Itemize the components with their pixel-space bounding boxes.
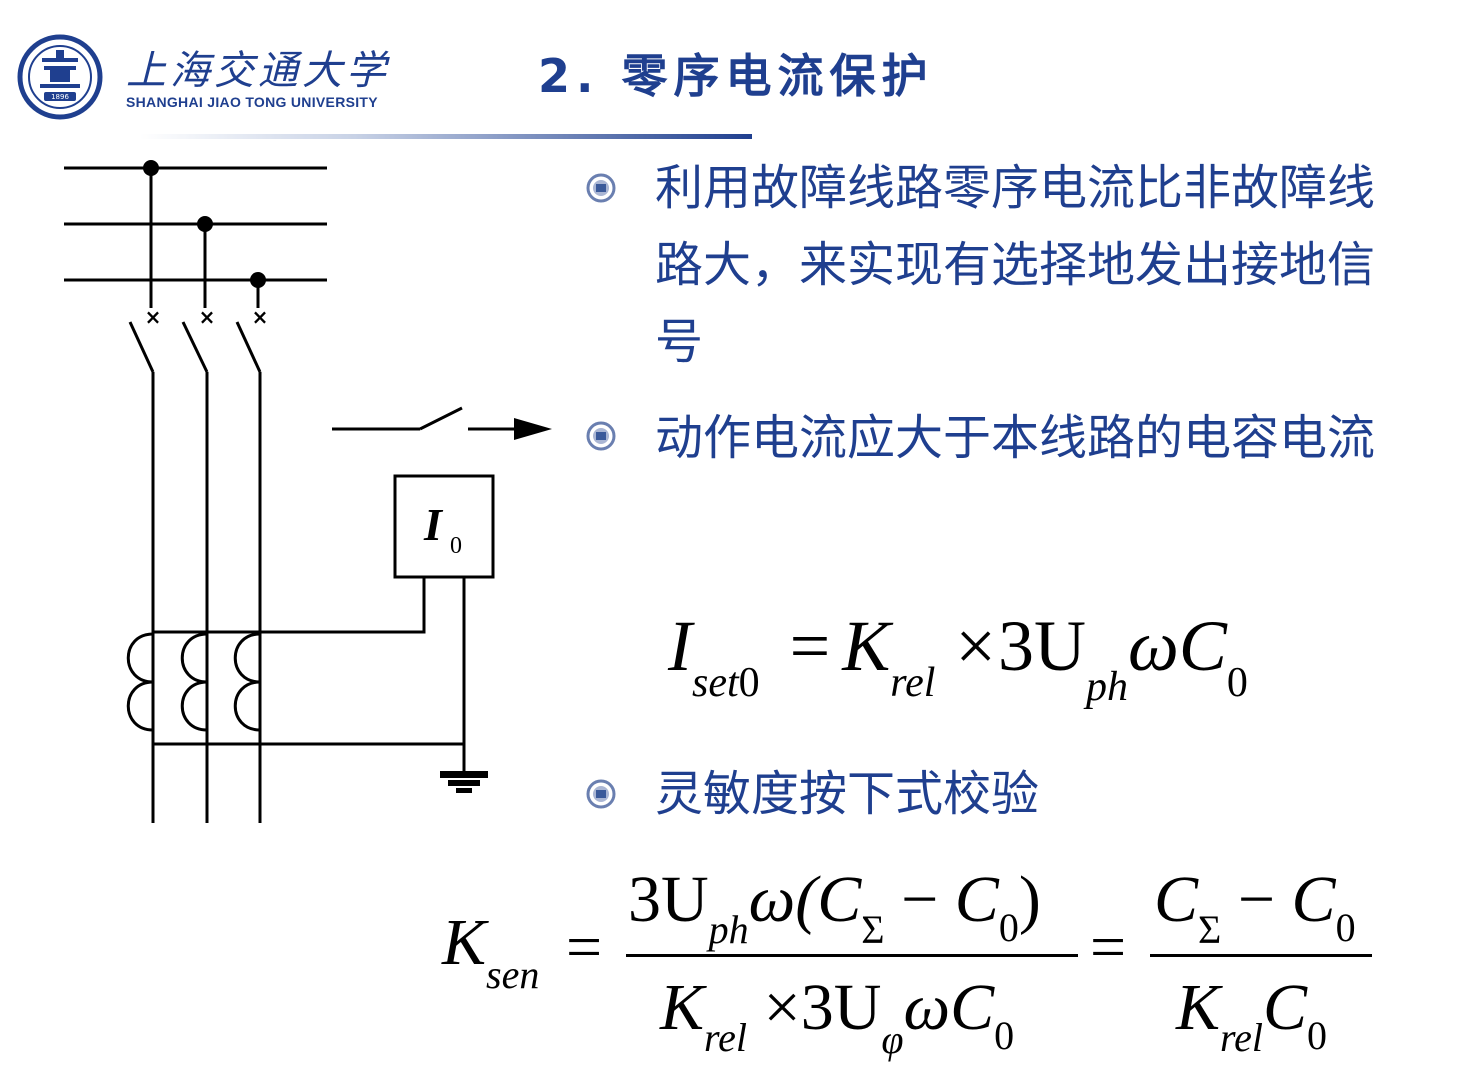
f2-frac1-bar	[626, 954, 1078, 957]
f2-lhs-sub: sen	[486, 952, 540, 997]
f1-k: K	[842, 606, 891, 686]
relay-box	[393, 474, 495, 579]
f2-frac1-numerator: 3Uphω(CΣ − C0)	[628, 862, 1041, 953]
f2-frac2-numerator: CΣ − C0	[1154, 862, 1356, 953]
setting-current-formula: Iset0 =Krel ×3UphωC0	[668, 596, 1248, 737]
zero-sequence-circuit-diagram: × × × I 0	[64, 160, 552, 823]
breaker-mark-c: ×	[252, 305, 269, 329]
f1-three-u: 3U	[998, 606, 1086, 686]
f2-sigma: Σ	[861, 907, 885, 952]
f2-lhs: K	[442, 906, 487, 979]
f1-k-sub: rel	[890, 660, 936, 706]
f2-den1-u-sub: φ	[881, 1017, 904, 1062]
university-name-cn: 上海交通大学	[126, 48, 390, 94]
f2-num1: 3U	[628, 863, 709, 936]
breaker-mark-a: ×	[145, 305, 162, 329]
f1-eq: =	[789, 606, 831, 686]
ground-icon	[440, 771, 488, 793]
f2-den2-zero: 0	[1307, 1013, 1328, 1058]
f2-den2-k-sub: rel	[1220, 1015, 1263, 1060]
f2-c: C	[954, 863, 999, 936]
relay-subscript: 0	[450, 533, 462, 559]
f2-frac2-denominator: KrelC0	[1176, 970, 1327, 1061]
f1-omega-c: ωC	[1128, 606, 1227, 686]
f1-lhs-sub: set	[691, 660, 739, 706]
f1-u-sub: ph	[1086, 664, 1128, 710]
f2-eq2: =	[1090, 911, 1127, 982]
f2-num1-sub: ph	[708, 907, 749, 952]
logo-year-text: 1896	[51, 93, 69, 101]
f2-den1-k: K	[660, 971, 705, 1044]
university-name-en: SHANGHAI JIAO TONG UNIVERSITY	[126, 94, 378, 110]
relay-label: I	[423, 499, 444, 550]
f2-den1-omega: ωC	[903, 971, 995, 1044]
f1-lhs-sub-num: 0	[738, 660, 760, 706]
output-arrow-icon	[514, 418, 552, 440]
university-logo: 1896 上海交通大学 SHANGHAI JIAO TONG UNIVERSIT…	[14, 32, 386, 122]
f2-den1-zero: 0	[994, 1013, 1015, 1058]
page-title: 2. 零序电流保护	[538, 49, 934, 103]
bullet-seal-icon	[586, 421, 616, 451]
f2-frac2-bar	[1150, 954, 1372, 957]
f2-num1-rest: ω(C	[748, 863, 862, 936]
bullet-3-text: 灵敏度按下式校验	[655, 766, 1040, 822]
bullet-1-text: 利用故障线路零序电流比非故障线路大，来实现有选择地发出接地信号	[655, 160, 1376, 370]
f2-num2-zero: 0	[1335, 905, 1356, 950]
f1-lhs: I	[668, 606, 692, 686]
f2-num2-c: C	[1154, 863, 1199, 936]
f2-den1-u: 3U	[800, 971, 882, 1044]
f1-times: ×	[955, 606, 996, 686]
university-seal-icon: 1896	[17, 34, 103, 120]
bullet-2-text: 动作电流应大于本线路的电容电流	[655, 410, 1376, 466]
f2-num2-c2: C	[1291, 863, 1336, 936]
breaker-mark-b: ×	[199, 305, 216, 329]
f2-den1-times: ×	[763, 971, 801, 1044]
f2-den1-k-sub: rel	[704, 1015, 747, 1060]
f2-den2-c: C	[1262, 971, 1308, 1044]
f2-eq: =	[566, 911, 603, 982]
f2-num2-minus: −	[1237, 863, 1276, 936]
f1-c-sub: 0	[1226, 660, 1248, 706]
f2-zero: 0	[998, 905, 1019, 950]
bullet-seal-icon	[586, 779, 616, 809]
f2-den2-k: K	[1176, 971, 1221, 1044]
f2-minus: −	[901, 863, 939, 936]
f2-close: )	[1018, 863, 1041, 936]
bullet-seal-icon	[586, 173, 616, 203]
f2-num2-sigma: Σ	[1198, 907, 1222, 952]
f2-frac1-denominator: Krel ×3UφωC0	[660, 970, 1014, 1063]
title-underline	[140, 134, 752, 139]
